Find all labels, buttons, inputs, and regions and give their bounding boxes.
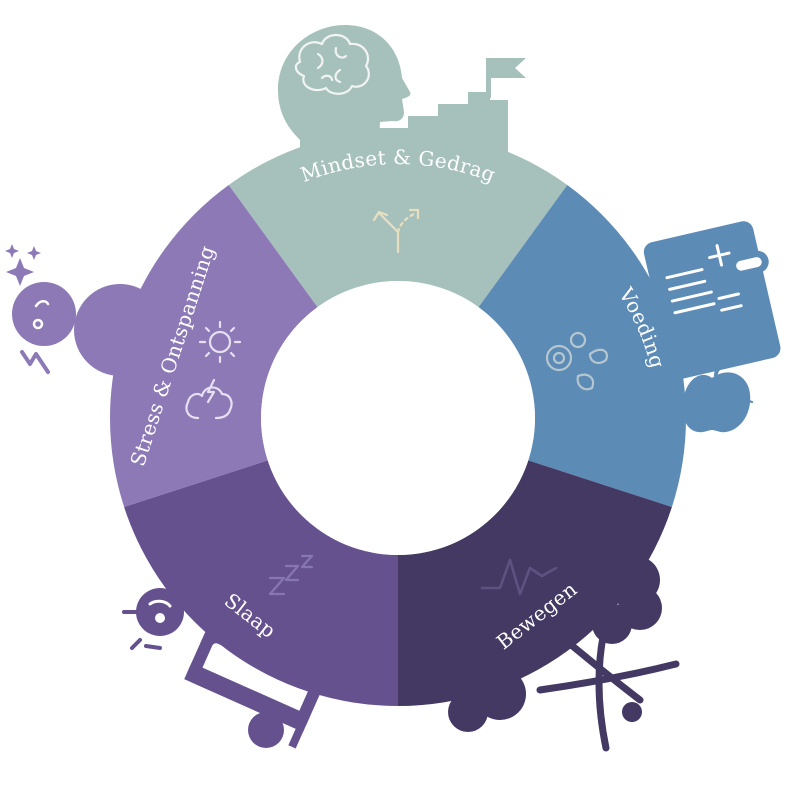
segment-slaap[interactable] bbox=[124, 460, 398, 706]
lightning-icon bbox=[20, 350, 50, 374]
sun-cloud-icon bbox=[185, 320, 242, 420]
segment-stress-ontspanning[interactable] bbox=[110, 185, 318, 507]
apple-icon bbox=[682, 360, 754, 433]
bed-alarm-clock-icon bbox=[122, 588, 337, 749]
heartbeat-icon bbox=[480, 558, 558, 596]
fork-arrows-icon bbox=[372, 208, 420, 254]
zzz-icon bbox=[268, 554, 314, 596]
running-figure-icon bbox=[536, 628, 680, 752]
segment-bewegen[interactable] bbox=[398, 460, 672, 706]
center-hole bbox=[261, 281, 535, 555]
sad-face-icon bbox=[12, 282, 76, 346]
seeds-icon bbox=[545, 331, 608, 391]
sparkles-icon bbox=[5, 244, 41, 286]
brain-outline bbox=[294, 33, 370, 95]
clipboard-icon bbox=[643, 221, 781, 379]
segment-mindset-gedrag[interactable] bbox=[228, 130, 568, 308]
